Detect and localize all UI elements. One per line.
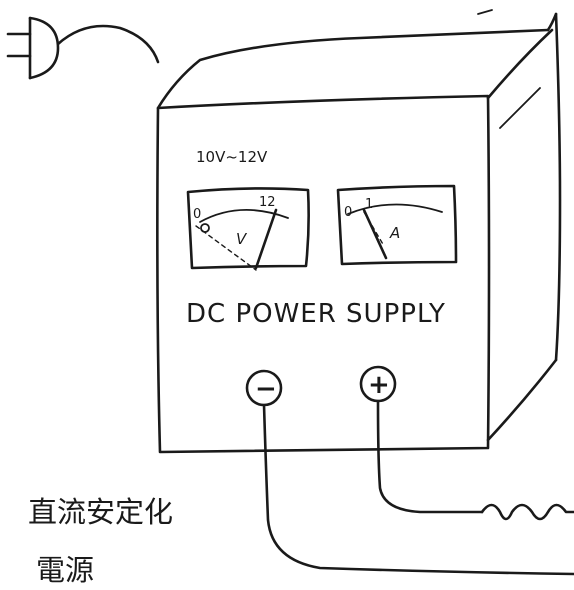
ammeter-scale-min: 0: [344, 205, 352, 220]
positive-lead: [376, 399, 484, 514]
ammeter-unit: A: [389, 224, 400, 242]
supply-box-outline: [156, 9, 562, 442]
supply-title: DC POWER SUPPLY: [186, 299, 446, 329]
plug-icon: [6, 16, 60, 80]
voltmeter: 0 12 V: [186, 187, 310, 271]
front-panel: [156, 94, 491, 454]
caption-line-1: 直流安定化: [28, 495, 173, 529]
voltmeter-scale-max: 12: [259, 195, 276, 210]
negative-terminal: −: [245, 369, 283, 407]
voltage-range-label: 10V~12V: [196, 148, 268, 166]
positive-terminal: +: [359, 365, 397, 403]
voltmeter-unit: V: [236, 230, 248, 248]
voltmeter-needle: [254, 208, 278, 270]
negative-sign: −: [255, 374, 277, 404]
positive-sign: +: [368, 370, 390, 400]
caption-line-2: 電源: [36, 553, 94, 587]
power-cord: [56, 24, 160, 64]
negative-lead: [262, 403, 574, 576]
ammeter: 0 1 A: [336, 184, 458, 266]
ammeter-needle: [362, 208, 388, 260]
coil-icon: [480, 503, 574, 521]
voltmeter-scale-min: 0: [193, 207, 201, 222]
ammeter-scale-mark: 1: [365, 197, 373, 212]
